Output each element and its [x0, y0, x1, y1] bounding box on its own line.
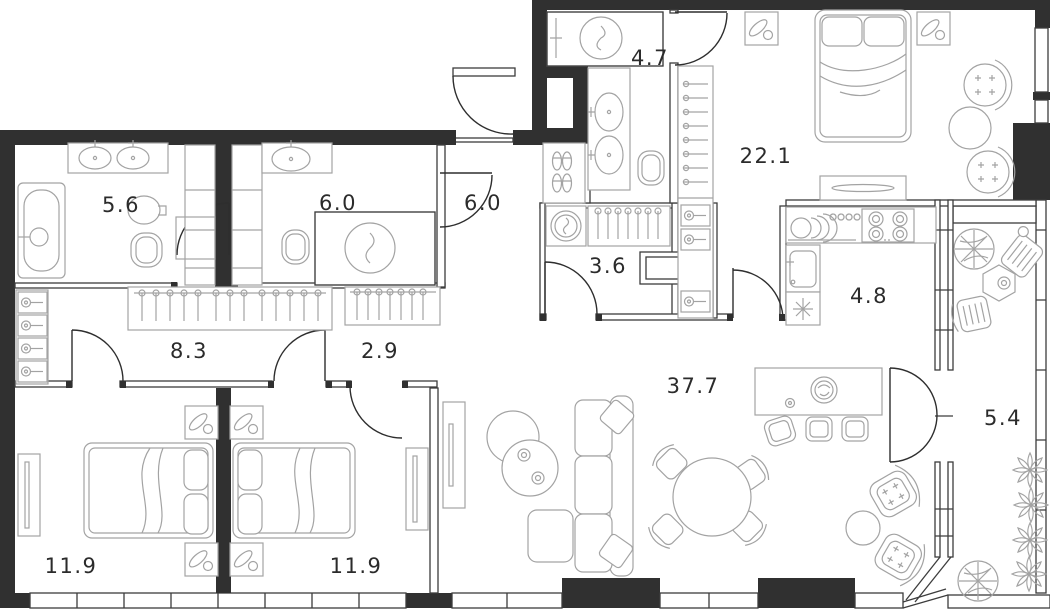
- hallway-wardrobe2-icon: [344, 286, 441, 326]
- plant-icon: [953, 228, 995, 270]
- dining-table-icon: [644, 440, 774, 553]
- room-label-bathroom-second: 6.0: [319, 191, 357, 215]
- coffee-tables-icon: [486, 410, 559, 497]
- balcony-glazing: [902, 199, 1050, 609]
- bathtub-icon: [17, 182, 66, 279]
- shoe-cabinet-icon: [542, 142, 586, 204]
- room-label-kitchen: 4.8: [850, 284, 888, 308]
- sink-icon: [261, 140, 333, 174]
- nightstand-plant-icon: [744, 11, 779, 46]
- plant-icon: [957, 560, 999, 602]
- bathroom-second-door: [439, 172, 493, 228]
- room-label-laundry: 3.6: [589, 254, 627, 278]
- kitchen-sink-icon: [785, 244, 821, 293]
- bathroom-ensuite-door: [674, 11, 728, 66]
- room-label-corridor: 8.3: [170, 339, 208, 363]
- room-label-living-dining: 37.7: [667, 374, 720, 398]
- bed-icon: [83, 442, 214, 539]
- room-label-bedroom-right: 11.9: [330, 554, 383, 578]
- tv-dresser-icon: [17, 453, 41, 537]
- bidet-icon: [127, 195, 167, 225]
- nightstand-plant-icon: [184, 542, 219, 577]
- bedroom-master-door: [732, 268, 784, 321]
- kitchen-counter: [785, 206, 937, 244]
- double-sink-icon: [587, 67, 631, 191]
- dish-rack-icon: [788, 213, 856, 243]
- doors: [71, 11, 938, 463]
- room-label-balcony: 5.4: [984, 406, 1022, 430]
- toilet-icon: [281, 229, 310, 265]
- shower-icon: [546, 11, 664, 67]
- hallway-wardrobe-icon: [127, 286, 333, 331]
- window-band-bottom-center: [451, 592, 904, 609]
- tv-console-icon: [819, 175, 907, 201]
- bathroom2-cabinet: [231, 144, 263, 286]
- fridge-icon: [785, 291, 821, 326]
- nightstand-plant-icon: [184, 405, 219, 440]
- bedroom-right-door: [273, 329, 403, 439]
- bar-stool-icon: [763, 415, 869, 447]
- coat-hooks-icon: [15, 289, 49, 385]
- washing-machine-icon: [545, 205, 587, 247]
- bathroom-cabinet: [175, 144, 216, 286]
- toilet-icon: [637, 150, 665, 186]
- furniture: [15, 9, 1049, 602]
- kitchen-island: [754, 367, 883, 447]
- nightstand-plant-icon: [229, 542, 264, 577]
- balcony-french-doors: [889, 367, 938, 463]
- room-label-bathroom-master: 5.6: [102, 193, 140, 217]
- bed-icon: [232, 442, 356, 539]
- balcony-furniture: [951, 226, 1049, 602]
- laundry-door: [544, 261, 598, 315]
- sofa-icon: [527, 395, 635, 577]
- hexagon-table-icon: [982, 264, 1016, 302]
- nightstand-plant-icon: [916, 11, 951, 46]
- toilet-icon: [130, 232, 163, 268]
- double-sink-icon: [67, 140, 169, 174]
- window-bedroom-right: [1034, 27, 1049, 124]
- wardrobe-icon: [677, 65, 714, 319]
- double-bed-icon: [814, 9, 912, 143]
- wardrobe-panel-icon: [405, 447, 429, 531]
- nightstand-plant-icon: [229, 405, 264, 440]
- shower-icon: [314, 211, 436, 286]
- room-label-bedroom-left: 11.9: [45, 554, 98, 578]
- entrance-door: [452, 67, 516, 135]
- window-band-bottom-left: [29, 592, 407, 609]
- armchairs-icon: [845, 461, 932, 591]
- room-label-bedroom-master: 22.1: [740, 144, 793, 168]
- drying-rail-icon: [587, 205, 671, 247]
- balcony-chair-icon: [1000, 226, 1044, 278]
- lounge-chair-icon: [963, 59, 1013, 111]
- room-label-hall-passage: 2.9: [361, 339, 399, 363]
- side-table-icon: [948, 106, 992, 150]
- balcony-chair-icon: [951, 295, 992, 333]
- tv-cabinet-icon: [442, 401, 466, 509]
- room-labels: 5.6 6.0 6.0 4.7 22.1 3.6 4.8 8.3 2.9 37.…: [45, 46, 1022, 578]
- burner-flames-icon: [829, 213, 861, 221]
- lounge-chair-icon: [966, 146, 1016, 198]
- stove-icon: [861, 208, 915, 243]
- room-label-bathroom-ensuite: 4.7: [631, 46, 669, 70]
- room-label-entry-hall: 6.0: [464, 191, 502, 215]
- bedroom-left-door: [71, 329, 124, 382]
